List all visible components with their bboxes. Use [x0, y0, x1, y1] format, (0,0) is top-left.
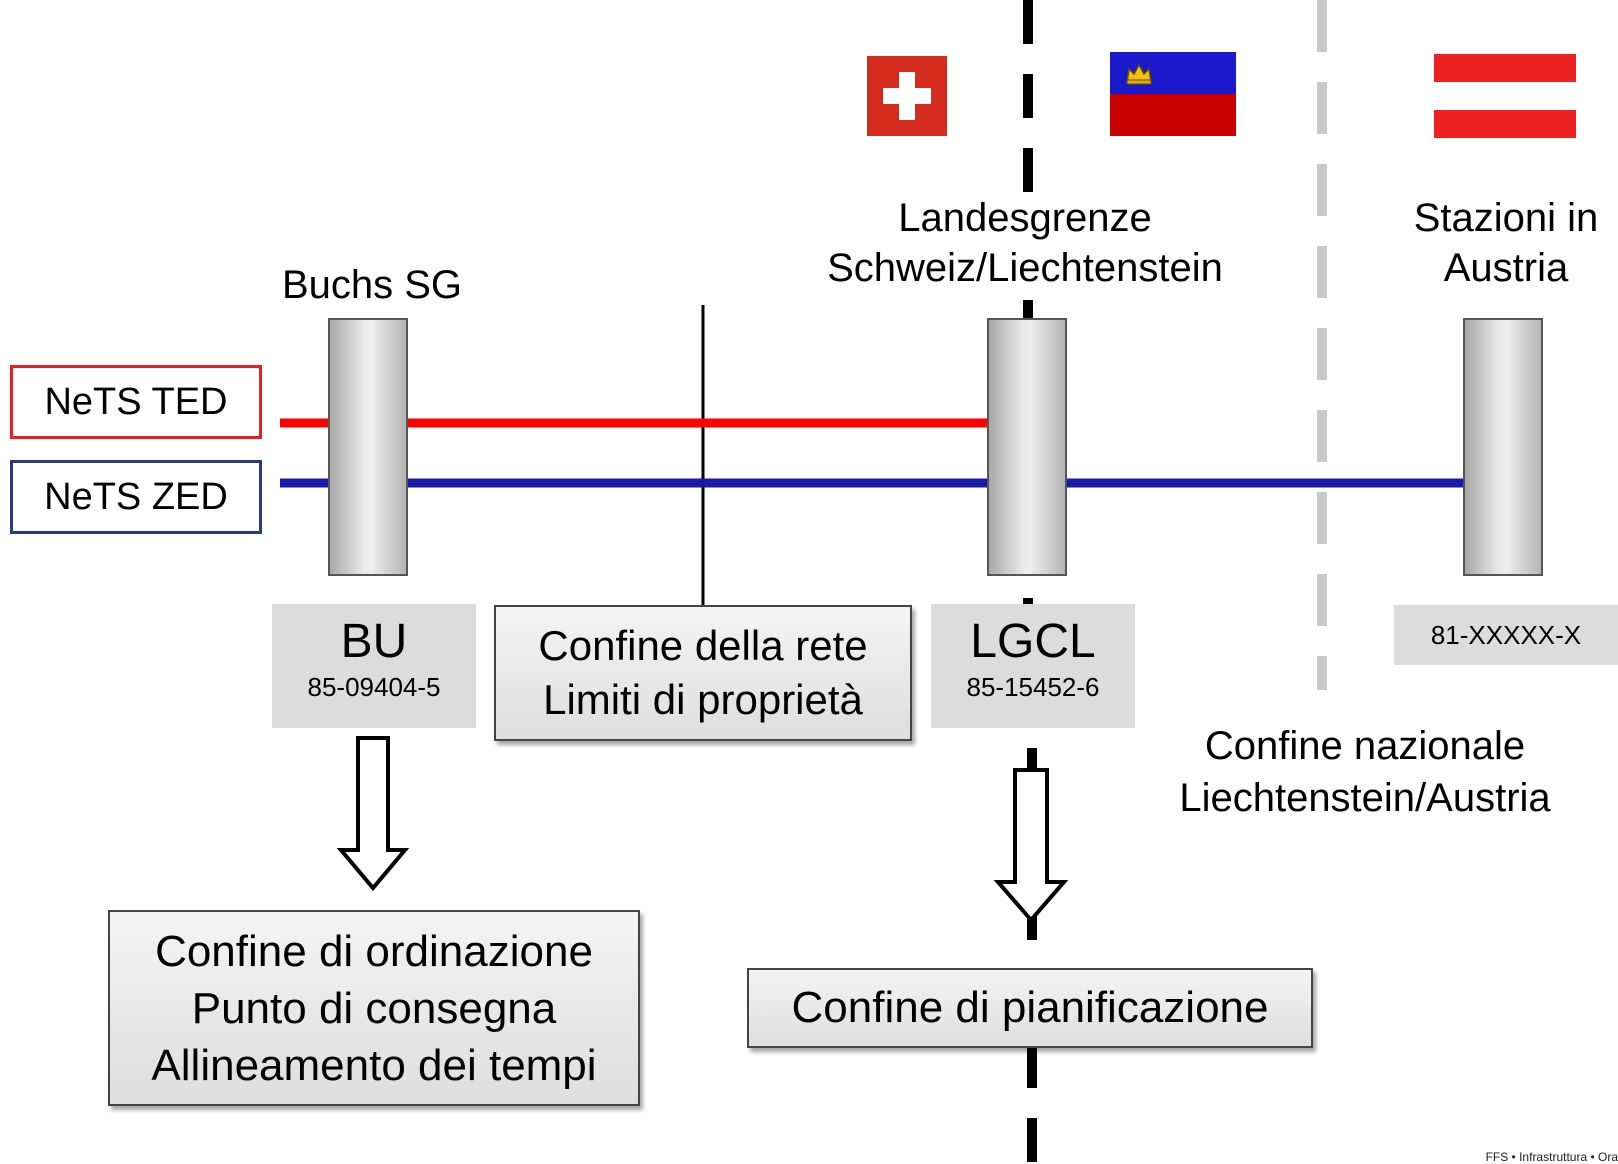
buchs-number: 85-09404-5	[307, 672, 441, 702]
network-boundary-line1: Confine della rete	[538, 622, 868, 669]
zed-legend: NeTS ZED	[10, 460, 262, 534]
lgcl-code: LGCL	[970, 615, 1096, 668]
austria-stations-label-line1: Stazioni in	[1413, 196, 1599, 240]
ch-li-border-label-line1: Landesgrenze	[898, 196, 1152, 240]
network-boundary-line2: Limiti di proprietà	[543, 676, 863, 723]
li-at-border-label-line1: Confine nazionale	[1204, 724, 1526, 768]
liechtenstein-flag	[1110, 52, 1236, 136]
li-at-border-label-line2: Liechtenstein/Austria	[1179, 776, 1551, 820]
buchs-station-block	[328, 318, 408, 576]
austria-station-block	[1463, 318, 1543, 576]
austrian-flag-top	[1434, 54, 1576, 82]
austrian-flag-bottom	[1434, 110, 1576, 138]
buchs-code-box: BU 85-09404-5	[272, 604, 476, 728]
ch-li-border-label: Landesgrenze Schweiz/Liechtenstein	[800, 193, 1250, 293]
ordering-boundary-line2: Punto di consegna	[191, 983, 557, 1033]
austria-stations-label: Stazioni in Austria	[1395, 193, 1617, 293]
ted-legend: NeTS TED	[10, 365, 262, 439]
lgcl-code-box: LGCL 85-15452-6	[931, 604, 1135, 728]
buchs-code: BU	[340, 615, 408, 668]
austria-number: 81-XXXXX-X	[1430, 620, 1582, 650]
planning-boundary-box: Confine di pianificazione	[747, 968, 1313, 1048]
austria-code-box: 81-XXXXX-X	[1394, 605, 1618, 665]
down-arrow-lgcl	[993, 768, 1069, 924]
zed-legend-label: NeTS ZED	[44, 475, 228, 518]
swiss-cross-horizontal	[883, 88, 931, 104]
ordering-boundary-line1: Confine di ordinazione	[155, 926, 593, 976]
liechtenstein-flag-red	[1110, 94, 1236, 136]
ordering-boundary-line3: Allineamento dei tempi	[151, 1040, 597, 1090]
lgcl-number: 85-15452-6	[966, 672, 1100, 702]
li-at-border-label: Confine nazionale Liechtenstein/Austria	[1140, 720, 1590, 824]
austria-stations-label-line2: Austria	[1443, 246, 1569, 290]
crown-icon	[1126, 63, 1152, 85]
austrian-flag-mid	[1434, 82, 1576, 110]
ordering-boundary-box: Confine di ordinazione Punto di consegna…	[108, 910, 640, 1106]
planning-boundary-label: Confine di pianificazione	[791, 983, 1269, 1032]
footer-text: FFS • Infrastruttura • Ora	[1485, 1150, 1618, 1164]
network-boundary-box: Confine della rete Limiti di proprietà	[494, 605, 912, 741]
down-arrow-buchs	[336, 736, 410, 892]
swiss-flag	[867, 56, 947, 136]
buchs-station-name: Buchs SG	[281, 263, 463, 307]
austrian-flag	[1434, 54, 1576, 138]
ch-li-border-label-line2: Schweiz/Liechtenstein	[827, 246, 1223, 290]
lgcl-station-block	[987, 318, 1067, 576]
ted-legend-label: NeTS TED	[44, 380, 228, 423]
